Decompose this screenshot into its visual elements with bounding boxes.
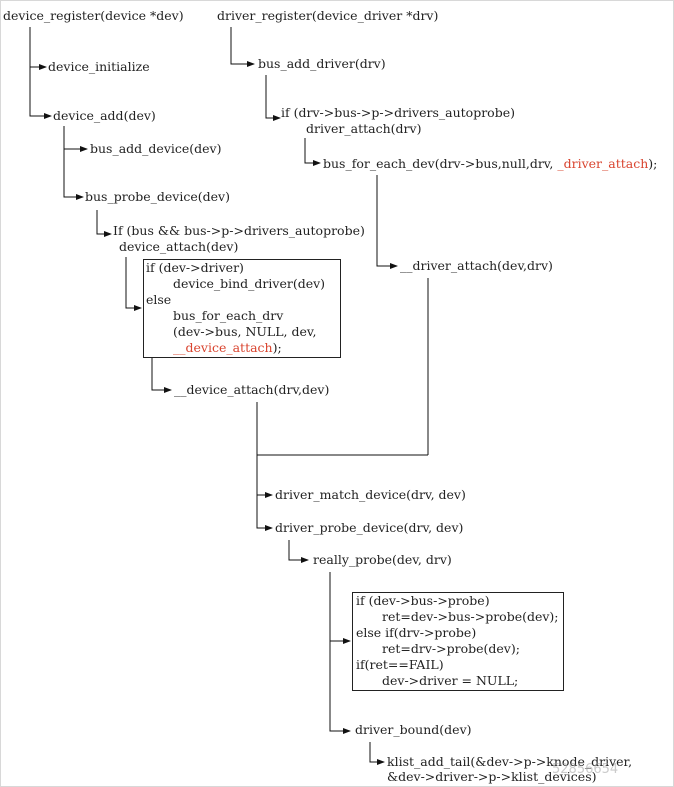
watermark-text: 52856654 xyxy=(552,762,619,777)
really-probe-box-line1: if (dev->bus->probe) xyxy=(356,593,490,608)
edge-box-to-device-attach-inner xyxy=(151,358,172,393)
node-klist-add-tail-line2: &dev->driver->p->klist_devices) xyxy=(387,769,597,784)
edge-register-to-initialize xyxy=(29,27,47,70)
edge-device-attach-to-box xyxy=(125,257,142,311)
node-driver-bound: driver_bound(dev) xyxy=(355,722,472,737)
edge-really-probe-to-driver-bound xyxy=(329,641,351,734)
node-device-add: device_add(dev) xyxy=(53,108,156,123)
edge-device-add-to-bus-add-device xyxy=(63,126,88,152)
edge-driver-register-to-bus-add-driver xyxy=(230,27,255,67)
bus-for-each-dev-suffix: ); xyxy=(648,156,658,171)
node-klist-add-tail-line1: klist_add_tail(&dev->p->knode_driver, xyxy=(387,754,633,769)
node-driver-probe-device: driver_probe_device(drv, dev) xyxy=(275,520,464,535)
edge-register-to-device-add xyxy=(29,67,52,119)
device-attach-box-line1: if (dev->driver) xyxy=(146,260,244,275)
edge-driver-bound-to-klist xyxy=(369,742,385,765)
really-probe-box-line2: ret=dev->bus->probe(dev); xyxy=(382,609,559,624)
device-attach-box-line4: bus_for_each_drv xyxy=(173,308,284,323)
bus-for-each-dev-callback: _driver_attach xyxy=(557,156,649,171)
device-attach-box-line5: (dev->bus, NULL, dev, xyxy=(173,324,317,339)
edge-bus-add-driver-to-if xyxy=(265,75,281,121)
node-if-bus-autoprobe: If (bus && bus->p->drivers_autoprobe) xyxy=(113,223,365,238)
device-attach-box-line2: device_bind_driver(dev) xyxy=(173,276,326,291)
really-probe-box-line4: ret=drv->probe(dev); xyxy=(382,641,520,656)
node-if-drv-autoprobe: if (drv->bus->p->drivers_autoprobe) xyxy=(281,105,515,120)
device-attach-code-box: if (dev->driver) device_bind_driver(dev)… xyxy=(143,259,341,358)
node-bus-add-driver: bus_add_driver(drv) xyxy=(258,56,386,71)
node-driver-attach: driver_attach(drv) xyxy=(306,121,422,136)
node-driver-register: driver_register(device_driver *drv) xyxy=(217,8,439,23)
edge-merge-to-match-device xyxy=(256,455,273,498)
edge-probe-device-to-really-probe xyxy=(288,540,309,563)
really-probe-box-line3: else if(drv->probe) xyxy=(356,625,477,640)
edge-really-probe-to-box xyxy=(329,572,351,644)
device-attach-box-line6: __device_attach); xyxy=(173,340,282,356)
node-device-attach-inner: __device_attach(drv,dev) xyxy=(174,382,330,397)
really-probe-code-box: if (dev->bus->probe) ret=dev->bus->probe… xyxy=(352,592,564,691)
really-probe-box-line6: dev->driver = NULL; xyxy=(382,673,519,688)
node-really-probe: really_probe(dev, drv) xyxy=(313,552,452,567)
edge-device-add-to-bus-probe-device xyxy=(63,149,84,200)
node-driver-attach-inner: __driver_attach(dev,drv) xyxy=(400,258,553,273)
node-driver-match-device: driver_match_device(drv, dev) xyxy=(275,487,466,502)
device-attach-callback: __device_attach xyxy=(173,340,273,355)
node-bus-for-each-dev: bus_for_each_dev(drv->bus,null,drv, _dri… xyxy=(323,156,657,172)
node-bus-probe-device: bus_probe_device(dev) xyxy=(85,189,230,204)
device-attach-box-line3: else xyxy=(146,292,172,307)
node-device-initialize: device_initialize xyxy=(48,59,150,74)
edge-merge-to-probe-device xyxy=(256,495,273,531)
node-bus-add-device: bus_add_device(dev) xyxy=(90,141,222,156)
edge-driver-attach-to-bus-for-each-dev xyxy=(304,138,321,166)
node-device-register: device_register(device *dev) xyxy=(3,8,184,23)
bus-for-each-dev-prefix: bus_for_each_dev(drv->bus,null,drv, xyxy=(323,156,558,171)
node-device-attach: device_attach(dev) xyxy=(119,239,239,254)
device-attach-callback-suffix: ); xyxy=(272,340,282,355)
really-probe-box-line5: if(ret==FAIL) xyxy=(356,657,444,672)
edge-bus-for-each-dev-to-driver-attach-inner xyxy=(376,175,398,269)
edge-bus-probe-to-if xyxy=(96,210,112,237)
